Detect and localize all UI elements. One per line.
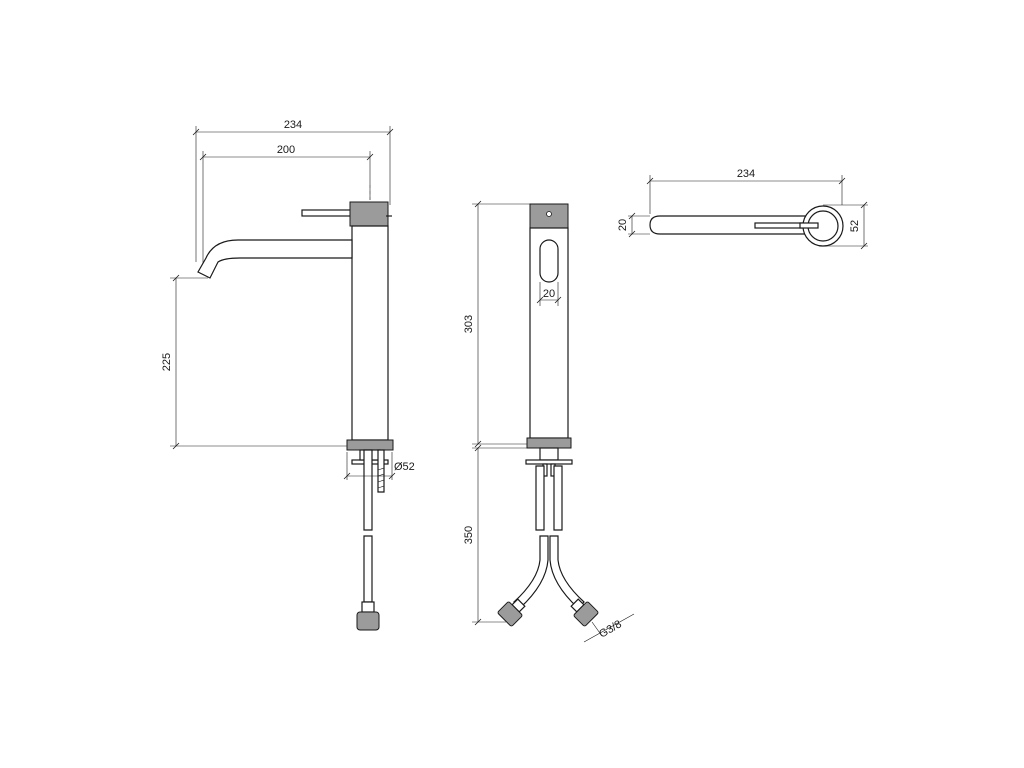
dim-label-20: 20 <box>543 288 555 300</box>
hose-right-upper <box>553 465 563 531</box>
tap-body <box>351 225 389 441</box>
dimension-overall-length: 234 <box>646 168 846 214</box>
dimension-spout-height: 225 <box>161 274 352 450</box>
fixing-plate <box>525 459 573 465</box>
hose-nut <box>356 611 380 631</box>
fixing-nut <box>539 447 559 461</box>
hose-left-lower <box>513 535 549 609</box>
hose-right-lower <box>549 535 585 609</box>
spout-top <box>649 215 817 235</box>
dim-label-diameter: Ø52 <box>394 461 415 473</box>
dim-label-234: 234 <box>284 119 302 131</box>
dimension-body-diameter: 52 <box>823 201 868 250</box>
base-ring <box>346 439 394 451</box>
dimension-base-diameter: Ø52 <box>343 452 415 480</box>
dimension-spout-width: 20 <box>617 212 650 238</box>
dim-label-234-top: 234 <box>737 168 755 180</box>
lever-handle <box>301 209 353 217</box>
dimension-hose-length: 350 <box>463 444 527 626</box>
dim-label-350: 350 <box>463 526 475 544</box>
dim-label-20-top: 20 <box>617 219 629 231</box>
dim-label-225: 225 <box>161 353 173 371</box>
dimension-spout-reach: 200 <box>199 144 374 270</box>
aerator-opening <box>539 239 559 283</box>
base-ring <box>526 437 572 449</box>
dimension-body-height: 303 <box>463 200 530 448</box>
hose-upper <box>363 449 373 531</box>
cap-screw-icon <box>546 211 552 217</box>
dim-label-200: 200 <box>277 144 295 156</box>
hose-left-upper <box>535 465 545 531</box>
spout <box>197 239 353 279</box>
hose-fitting-right <box>570 598 599 627</box>
front-view: 303 20 <box>463 200 635 643</box>
top-view: 234 20 52 <box>617 168 868 250</box>
dim-label-303: 303 <box>463 315 475 333</box>
dimension-overall-reach: 234 <box>192 119 394 262</box>
side-view: 234 200 225 <box>161 119 415 631</box>
hose-fitting <box>361 601 375 613</box>
dim-label-52: 52 <box>849 220 861 232</box>
dimension-aerator-width: 20 <box>536 282 562 306</box>
lever-top <box>754 222 806 229</box>
hose-lower <box>363 535 373 603</box>
hose-fitting-left <box>497 598 526 627</box>
top-cap <box>349 201 389 227</box>
threaded-rod <box>377 449 385 493</box>
dim-label-thread: G3/8 <box>597 618 624 640</box>
